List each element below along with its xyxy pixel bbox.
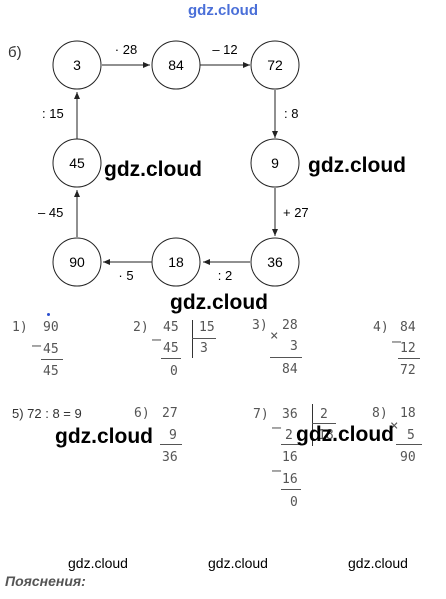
node-36 bbox=[250, 237, 300, 287]
calc-6-line bbox=[160, 444, 182, 445]
calc-3-sign: × bbox=[270, 328, 279, 344]
calc-8-line bbox=[396, 444, 422, 445]
calc-7-quotient-line bbox=[312, 423, 336, 424]
node-84-text: 84 bbox=[168, 57, 184, 73]
calc-6-a: 27 bbox=[162, 406, 178, 421]
calc-2-a: 45 bbox=[163, 320, 179, 335]
calc-7-s2: 16 bbox=[282, 472, 298, 487]
calc-7-d: 2 bbox=[320, 407, 328, 422]
calc-8-r: 90 bbox=[400, 450, 416, 465]
part-label: б) bbox=[8, 44, 22, 61]
calc-3-label: 3) bbox=[252, 318, 268, 333]
node-72-text: 72 bbox=[267, 57, 283, 73]
node-3 bbox=[52, 40, 102, 90]
calc-7-q: 18 bbox=[318, 428, 334, 443]
node-45 bbox=[52, 138, 102, 188]
op-minus45: – 45 bbox=[38, 205, 63, 220]
borrow-dot bbox=[47, 313, 50, 316]
calc-2-b: 45 bbox=[163, 341, 179, 356]
calc-3-b: 3 bbox=[290, 339, 298, 354]
footer-watermark: gdz.cloud bbox=[68, 555, 128, 571]
calc-2-label: 2) bbox=[133, 320, 149, 335]
watermark: gdz.cloud bbox=[308, 154, 406, 177]
calc-1-b: 45 bbox=[43, 342, 59, 357]
calc-2-line bbox=[161, 358, 181, 359]
calc-1-sign: – bbox=[32, 336, 42, 354]
calc-2-r: 0 bbox=[170, 364, 178, 379]
watermark-top: gdz.cloud bbox=[188, 2, 258, 19]
calc-8-label: 8) bbox=[372, 406, 388, 421]
footer-watermark: gdz.cloud bbox=[348, 555, 408, 571]
calc-7-s1: 2 bbox=[285, 428, 293, 443]
calc-3-r: 84 bbox=[282, 362, 298, 377]
calc-7-r1: 16 bbox=[282, 450, 298, 465]
node-9 bbox=[250, 138, 300, 188]
calc-7-line-1 bbox=[281, 444, 301, 445]
calc-1-a: 90 bbox=[43, 320, 59, 335]
calc-4-a: 84 bbox=[400, 320, 416, 335]
node-18-text: 18 bbox=[168, 254, 184, 270]
node-9-text: 9 bbox=[271, 155, 279, 171]
watermark: gdz.cloud bbox=[104, 158, 202, 181]
calc-7-sign: – bbox=[272, 418, 282, 436]
calc-4-r: 72 bbox=[400, 363, 416, 378]
calc-1-label: 1) bbox=[12, 320, 28, 335]
op-plus27: + 27 bbox=[283, 205, 309, 220]
op-div15: : 15 bbox=[42, 106, 64, 121]
op-mul28: · 28 bbox=[115, 42, 137, 57]
node-90 bbox=[52, 237, 102, 287]
op-div2: : 2 bbox=[218, 268, 232, 283]
calc-6-label: 6) bbox=[134, 406, 150, 421]
calc-3-a: 28 bbox=[282, 318, 298, 333]
calc-2-q: 3 bbox=[200, 341, 208, 356]
watermark: gdz.cloud bbox=[296, 423, 394, 446]
explanations-title: Пояснения: bbox=[5, 573, 86, 589]
calc-4-b: 12 bbox=[400, 341, 416, 356]
calc-1-line bbox=[41, 359, 63, 360]
op-div8: : 8 bbox=[284, 106, 298, 121]
calc-7-divider bbox=[312, 404, 313, 446]
calc-4-line bbox=[398, 358, 420, 359]
op-mul5: · 5 bbox=[118, 268, 133, 283]
node-18 bbox=[151, 237, 201, 287]
op-minus12: – 12 bbox=[212, 42, 237, 57]
watermark: gdz.cloud bbox=[170, 291, 268, 314]
calc-4-sign: – bbox=[392, 332, 402, 350]
calc-6-r: 36 bbox=[162, 450, 178, 465]
node-45-text: 45 bbox=[69, 155, 85, 171]
footer-watermark: gdz.cloud bbox=[208, 555, 268, 571]
calc-1-r: 45 bbox=[43, 364, 59, 379]
calc-2-divider bbox=[192, 320, 193, 358]
calc-4-label: 4) bbox=[373, 320, 389, 335]
calc-3-line bbox=[270, 357, 302, 358]
calc-2-sign: – bbox=[152, 330, 162, 348]
calc-8-a: 18 bbox=[400, 406, 416, 421]
calc-8-sign: × bbox=[390, 418, 399, 434]
calc-2-d: 15 bbox=[199, 320, 215, 335]
calc-7-label: 7) bbox=[253, 407, 269, 422]
node-72 bbox=[250, 40, 300, 90]
calc-7-a: 36 bbox=[282, 407, 298, 422]
calc-7-r2: 0 bbox=[290, 495, 298, 510]
watermark: gdz.cloud bbox=[55, 425, 153, 448]
calc-7-line-2 bbox=[281, 489, 301, 490]
number-cycle-diagram: 3 84 72 9 36 18 90 45 · 28 – 12 : 8 + 27… bbox=[38, 40, 309, 287]
node-84 bbox=[151, 40, 201, 90]
calc-2-quotient-line bbox=[192, 338, 216, 339]
calc-6-b: 9 bbox=[169, 428, 177, 443]
node-36-text: 36 bbox=[267, 254, 283, 270]
calc-7-sign-2: – bbox=[272, 461, 282, 479]
node-90-text: 90 bbox=[69, 254, 85, 270]
calc-5-text: 5) 72 : 8 = 9 bbox=[12, 406, 82, 421]
node-3-text: 3 bbox=[73, 57, 81, 73]
calc-8-b: 5 bbox=[407, 428, 415, 443]
